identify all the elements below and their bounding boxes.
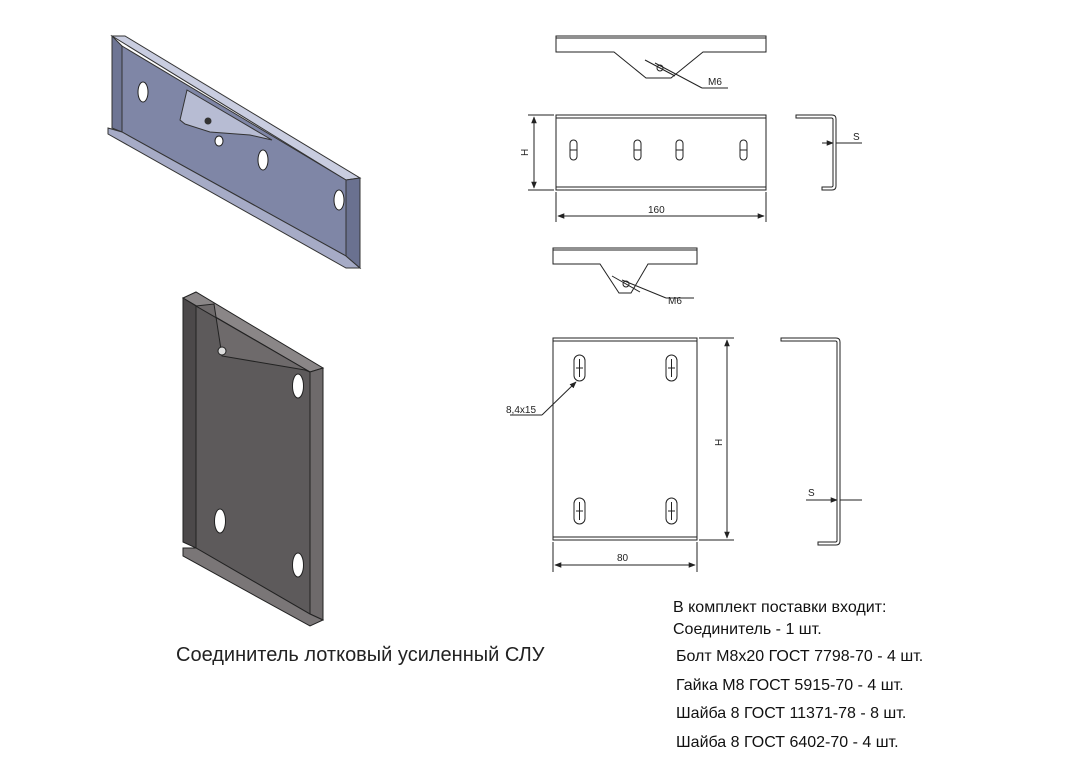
slot-size-label: 8,4x15: [506, 405, 536, 416]
height-label-bottom: H: [714, 439, 725, 446]
height-label-top: H: [520, 149, 531, 156]
length-label-160: 160: [648, 205, 665, 216]
thickness-label-bottom: S: [808, 488, 815, 499]
long-connector-top-view: [555, 35, 767, 89]
kit-item-connector: Соединитель - 1 шт.: [673, 621, 822, 638]
connector-long-3d-view: [107, 34, 362, 270]
connector-wide-3d-view: [181, 291, 325, 627]
kit-item-bolt: Болт М8х20 ГОСТ 7798-70 - 4 шт.: [676, 648, 924, 665]
product-title: Соединитель лотковый усиленный СЛУ: [176, 644, 545, 666]
thread-label-bottom: M6: [668, 296, 682, 307]
kit-heading-block: В комплект поставки входит: Соединитель …: [673, 597, 886, 641]
wide-connector-side-view: [510, 337, 734, 572]
long-connector-profile-view: [795, 114, 862, 191]
long-connector-side-view: [528, 114, 767, 222]
thread-label-top: M6: [708, 77, 722, 88]
thickness-label-top: S: [853, 132, 860, 143]
wide-connector-profile-view: [780, 337, 862, 546]
wide-connector-top-view: [552, 247, 698, 299]
kit-item-nut: Гайка М8 ГОСТ 5915-70 - 4 шт.: [676, 677, 904, 694]
kit-heading: В комплект поставки входит:: [673, 599, 887, 616]
kit-item-washer-flat: Шайба 8 ГОСТ 11371-78 - 8 шт.: [676, 705, 907, 722]
width-label-80: 80: [617, 553, 629, 564]
kit-item-washer-spring: Шайба 8 ГОСТ 6402-70 - 4 шт.: [676, 734, 899, 751]
